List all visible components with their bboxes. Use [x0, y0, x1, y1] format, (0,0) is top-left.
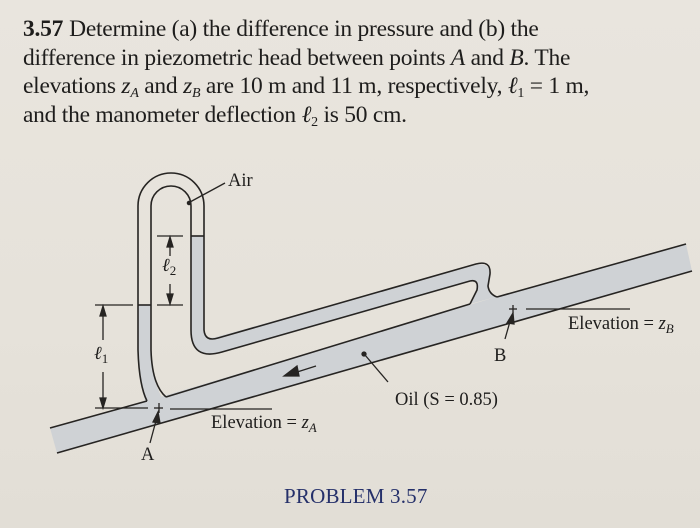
- problem-line-2: difference in piezometric head between p…: [23, 44, 571, 71]
- point-a-label: A: [141, 445, 155, 465]
- u-tube-outer: [137, 172, 498, 402]
- point-a-arrow-icon: [152, 409, 161, 424]
- elevation-b-label: Elevation = zB: [568, 314, 674, 336]
- ell1-arrow-down-icon: [99, 397, 107, 411]
- main-pipe-bottom: [56, 270, 693, 454]
- problem-line-4: and the manometer deflection ℓ2 is 50 cm…: [23, 101, 407, 130]
- problem-line-3: elevations zA and zB are 10 m and 11 m, …: [23, 73, 590, 101]
- point-b-arrow-icon: [505, 310, 515, 325]
- ell1-arrow-up-icon: [99, 303, 107, 317]
- elevation-a-label: Elevation = zA: [211, 413, 317, 435]
- main-pipe-top-middle: [165, 303, 471, 398]
- main-pipe-top-right: [496, 243, 687, 298]
- point-b-label: B: [494, 346, 507, 366]
- flow-direction-arrow-icon: [282, 364, 300, 377]
- main-pipe-top-left: [49, 400, 148, 429]
- problem-number: 3.57: [23, 16, 64, 42]
- main-pipe: [50, 244, 692, 453]
- oil-leader: [364, 354, 389, 383]
- ell2-label: ℓ2: [162, 256, 177, 278]
- ell1-label: ℓ1: [94, 344, 109, 366]
- air-label: Air: [228, 171, 253, 191]
- air-leader: [189, 182, 226, 203]
- u-tube-inner: [150, 185, 479, 398]
- ell2-arrow-up-icon: [166, 234, 174, 248]
- left-leg-oil: [138, 305, 165, 407]
- oil-leader-dot: [361, 351, 367, 357]
- figure-caption: PROBLEM 3.57: [284, 484, 428, 508]
- air-leader-dot: [186, 200, 192, 206]
- ell2-arrow-down-icon: [166, 293, 174, 307]
- oil-label: Oil (S = 0.85): [395, 390, 498, 410]
